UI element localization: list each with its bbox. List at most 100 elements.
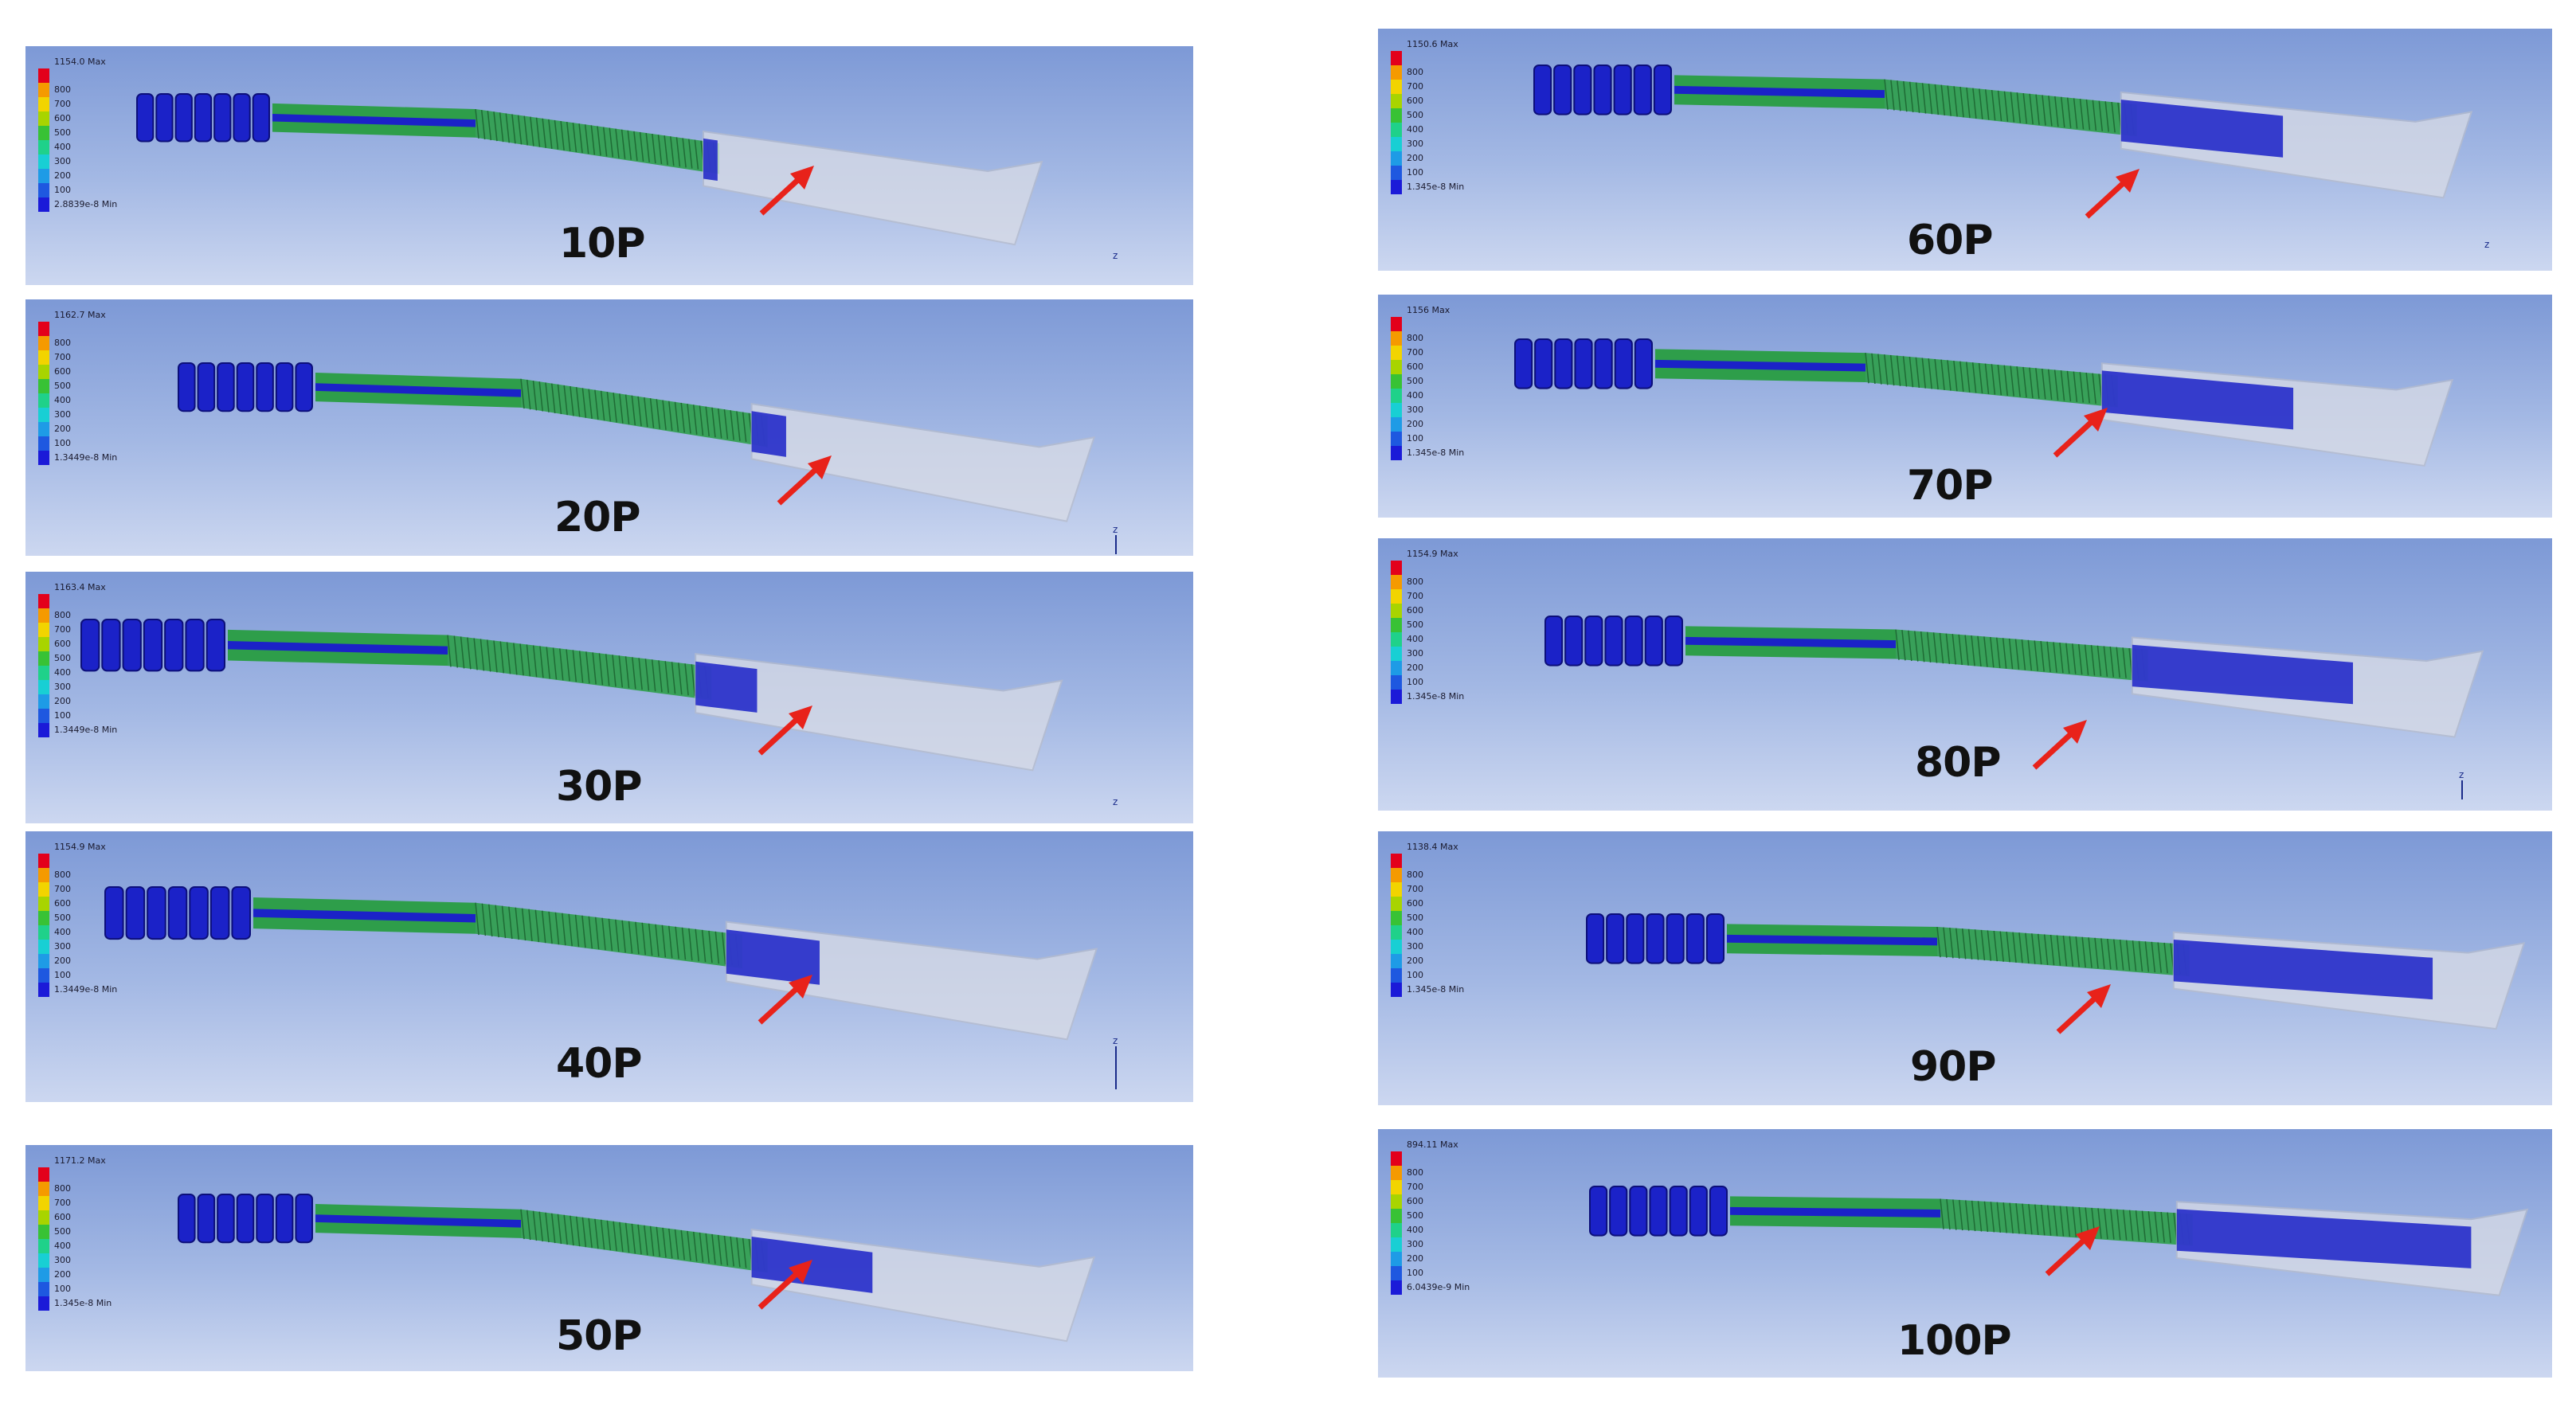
legend-swatch bbox=[38, 1282, 49, 1296]
legend-value: 100 bbox=[54, 438, 71, 448]
legend-row: 300 bbox=[1391, 1237, 1470, 1252]
legend-swatch bbox=[1391, 1151, 1402, 1166]
legend-row bbox=[1391, 854, 1464, 868]
legend-row: 100 bbox=[38, 968, 117, 983]
legend-swatch bbox=[1391, 925, 1402, 940]
legend-swatch bbox=[1391, 575, 1402, 589]
legend-swatch bbox=[1391, 446, 1402, 460]
legend-value: 600 bbox=[1407, 96, 1423, 106]
legend-swatch bbox=[38, 322, 49, 336]
legend-swatch bbox=[1391, 346, 1402, 360]
legend-value: 300 bbox=[1407, 1239, 1423, 1249]
legend-swatch bbox=[1391, 854, 1402, 868]
legend-value: 800 bbox=[1407, 870, 1423, 880]
red-arrow-icon bbox=[2084, 169, 2141, 224]
legend-row: 200 bbox=[1391, 1252, 1470, 1266]
legend-row: 600 bbox=[1391, 94, 1464, 108]
legend-value: 100 bbox=[1407, 970, 1423, 980]
legend-swatch bbox=[1391, 80, 1402, 94]
legend-value: 200 bbox=[54, 956, 71, 966]
legend-min: 1.345e-8 Min bbox=[54, 1298, 112, 1308]
legend-value: 700 bbox=[1407, 884, 1423, 894]
legend-row: 800 bbox=[38, 1182, 112, 1196]
panel-label: 10P bbox=[559, 220, 645, 268]
legend-value: 200 bbox=[54, 424, 71, 434]
legend-max: 1150.6 Max bbox=[1407, 39, 1458, 49]
legend-row: 200 bbox=[1391, 661, 1464, 675]
z-axis-triad-icon: z bbox=[1110, 796, 1122, 823]
legend-row: 700 bbox=[1391, 882, 1464, 897]
legend-row: 200 bbox=[38, 694, 117, 709]
z-axis-triad-icon: z bbox=[2457, 769, 2468, 801]
legend-row: 100 bbox=[1391, 675, 1464, 690]
legend-value: 600 bbox=[54, 898, 71, 909]
legend-value: 300 bbox=[1407, 941, 1423, 952]
panel-label: 60P bbox=[1907, 217, 1993, 264]
legend-row: 500 bbox=[38, 651, 117, 666]
legend-row: 200 bbox=[38, 1268, 112, 1282]
legend-swatch bbox=[38, 637, 49, 651]
legend-value: 300 bbox=[1407, 139, 1423, 149]
legend-value: 100 bbox=[54, 185, 71, 195]
legend-swatch bbox=[1391, 180, 1402, 194]
legend-swatch bbox=[1391, 166, 1402, 180]
legend-value: 200 bbox=[1407, 419, 1423, 429]
legend-swatch bbox=[1391, 589, 1402, 604]
legend-row: 600 bbox=[1391, 604, 1464, 618]
legend-swatch bbox=[1391, 911, 1402, 925]
legend-swatch bbox=[38, 882, 49, 897]
legend-value: 400 bbox=[1407, 124, 1423, 135]
legend-row: 400 bbox=[38, 666, 117, 680]
legend-value: 600 bbox=[1407, 1196, 1423, 1206]
legend-value: 100 bbox=[54, 1284, 71, 1294]
legend-row: 800 bbox=[1391, 575, 1464, 589]
legend-row bbox=[38, 322, 117, 336]
legend-value: 700 bbox=[54, 99, 71, 109]
legend-value: 600 bbox=[54, 639, 71, 649]
legend-swatch bbox=[1391, 940, 1402, 954]
legend-row: 700 bbox=[38, 97, 117, 111]
legend-swatch bbox=[38, 651, 49, 666]
legend-value: 800 bbox=[54, 870, 71, 880]
legend-row: 700 bbox=[38, 623, 117, 637]
legend-value: 800 bbox=[1407, 333, 1423, 343]
legend-row: 1.3449e-8 Min bbox=[38, 723, 117, 737]
legend-swatch bbox=[1391, 1280, 1402, 1295]
legend-row: 100 bbox=[38, 183, 117, 197]
model-render bbox=[1533, 64, 2473, 199]
legend-swatch bbox=[1391, 65, 1402, 80]
axis-label: z bbox=[2484, 239, 2490, 250]
legend-value: 400 bbox=[54, 927, 71, 937]
legend-value: 100 bbox=[54, 710, 71, 721]
legend-value: 700 bbox=[54, 352, 71, 362]
legend-swatch bbox=[1391, 618, 1402, 632]
legend-row: 300 bbox=[1391, 940, 1464, 954]
legend-row: 600 bbox=[1391, 897, 1464, 911]
legend-swatch bbox=[1391, 1237, 1402, 1252]
legend-row: 600 bbox=[38, 897, 117, 911]
legend-value: 700 bbox=[54, 884, 71, 894]
legend-row: 100 bbox=[38, 436, 117, 451]
legend-swatch bbox=[1391, 151, 1402, 166]
legend-min: 1.3449e-8 Min bbox=[54, 452, 118, 463]
legend-swatch bbox=[1391, 432, 1402, 446]
legend-row: 400 bbox=[1391, 123, 1464, 137]
legend-swatch bbox=[38, 140, 49, 154]
legend-row: 700 bbox=[1391, 1180, 1470, 1194]
legend-value: 400 bbox=[1407, 927, 1423, 937]
legend-value: 500 bbox=[1407, 913, 1423, 923]
legend-value: 200 bbox=[54, 170, 71, 181]
legend-row bbox=[38, 1167, 112, 1182]
legend-row: 500 bbox=[38, 379, 117, 393]
legend-swatch bbox=[38, 968, 49, 983]
model-render bbox=[1544, 616, 2484, 738]
legend-swatch bbox=[38, 925, 49, 940]
legend-row: 500 bbox=[1391, 1209, 1470, 1223]
legend-value: 300 bbox=[54, 941, 71, 952]
model-render bbox=[1514, 338, 2454, 467]
legend-row: 300 bbox=[1391, 137, 1464, 151]
legend-value: 500 bbox=[54, 127, 71, 138]
legend-min: 2.8839e-8 Min bbox=[54, 199, 118, 209]
